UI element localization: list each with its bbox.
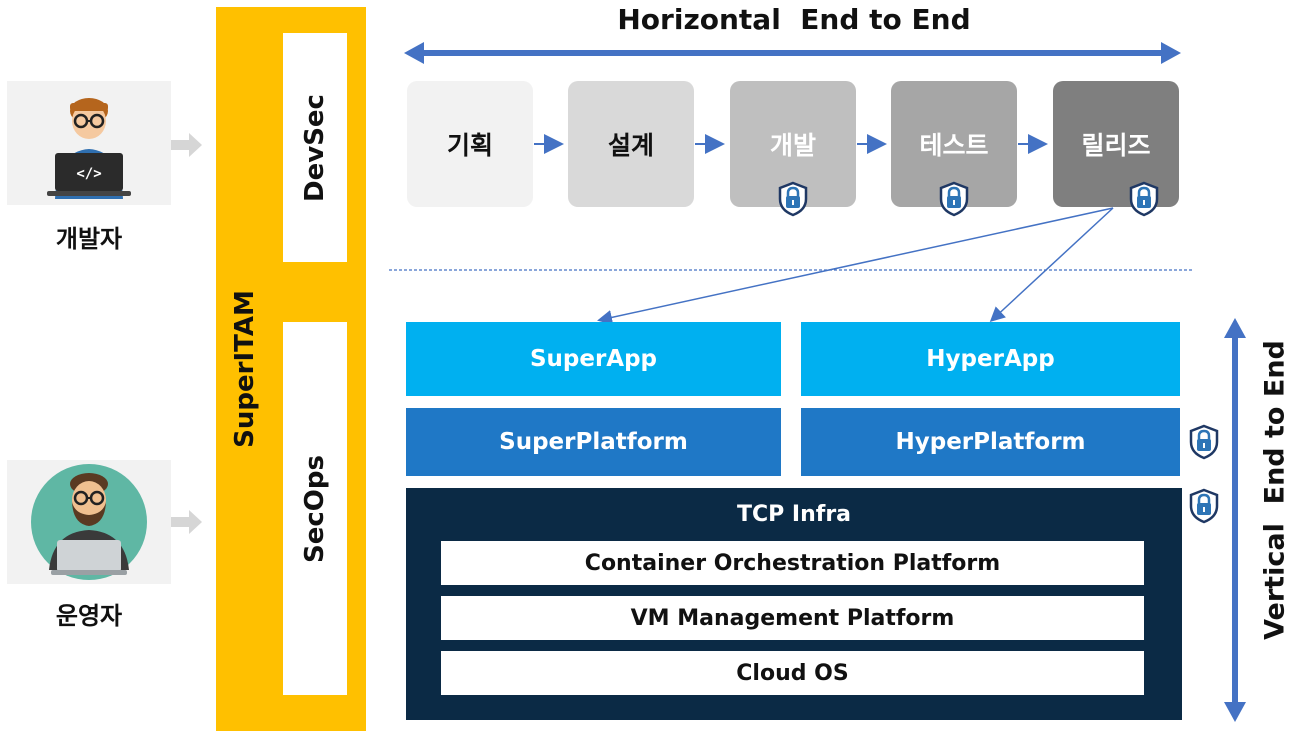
shield-lock-icon xyxy=(1129,181,1159,217)
pipeline-step-label: 기획 xyxy=(446,131,493,160)
vertical-title: Vertical End to End xyxy=(1259,340,1291,640)
developer-label: 개발자 xyxy=(55,225,123,253)
svg-text:</>: </> xyxy=(76,166,101,182)
tcp-infra-title: TCP Infra xyxy=(736,502,852,527)
infra-row-label: VM Management Platform xyxy=(630,605,955,631)
hyperplatform-bar: HyperPlatform xyxy=(801,408,1180,476)
operator-label: 운영자 xyxy=(55,602,123,630)
devsec-label: DevSec xyxy=(300,93,330,202)
superplatform-bar: SuperPlatform xyxy=(406,408,781,476)
superapp-label: SuperApp xyxy=(529,346,658,372)
secops-box: SecOps xyxy=(283,322,347,695)
operator-avatar xyxy=(7,460,171,584)
pipeline-step-planning: 기획 xyxy=(407,81,533,207)
infra-row-vm-management: VM Management Platform xyxy=(441,596,1144,640)
shield-lock-icon xyxy=(939,181,969,217)
horizontal-double-arrow xyxy=(404,42,1181,64)
developer-avatar-icon: </> xyxy=(47,98,131,199)
superplatform-label: SuperPlatform xyxy=(499,429,688,455)
infra-row-cloud-os: Cloud OS xyxy=(441,651,1144,695)
superapp-bar: SuperApp xyxy=(406,322,781,396)
shield-lock-icon xyxy=(1189,424,1219,460)
pipeline-step-label: 개발 xyxy=(769,131,816,160)
tcp-infra-panel: TCP Infra Container Orchestration Platfo… xyxy=(406,488,1182,720)
vertical-double-arrow xyxy=(1224,318,1246,722)
hyperapp-label: HyperApp xyxy=(926,346,1055,372)
hyperplatform-label: HyperPlatform xyxy=(895,429,1086,455)
developer-avatar: </> xyxy=(7,81,171,205)
release-deploy-arrows xyxy=(597,207,1114,325)
pipeline-step-release: 릴리즈 xyxy=(1053,81,1179,207)
superitam-label: SuperITAM xyxy=(230,290,260,448)
horizontal-title: Horizontal End to End xyxy=(617,3,971,36)
infra-row-container-orchestration: Container Orchestration Platform xyxy=(441,541,1144,585)
shield-lock-icon xyxy=(778,181,808,217)
hyperapp-bar: HyperApp xyxy=(801,322,1180,396)
pipeline-step-label: 설계 xyxy=(607,131,654,160)
pipeline-step-label: 릴리즈 xyxy=(1081,131,1151,160)
superitam-column: SuperITAM DevSec SecOps xyxy=(216,7,366,731)
operator-avatar-icon xyxy=(31,464,147,580)
secops-label: SecOps xyxy=(300,454,330,563)
devsec-box: DevSec xyxy=(283,33,347,262)
pipeline-step-label: 테스트 xyxy=(919,131,989,160)
pipeline-step-design: 설계 xyxy=(568,81,694,207)
infra-row-label: Container Orchestration Platform xyxy=(584,550,1001,576)
shield-lock-icon xyxy=(1189,488,1219,524)
infra-row-label: Cloud OS xyxy=(736,660,849,686)
